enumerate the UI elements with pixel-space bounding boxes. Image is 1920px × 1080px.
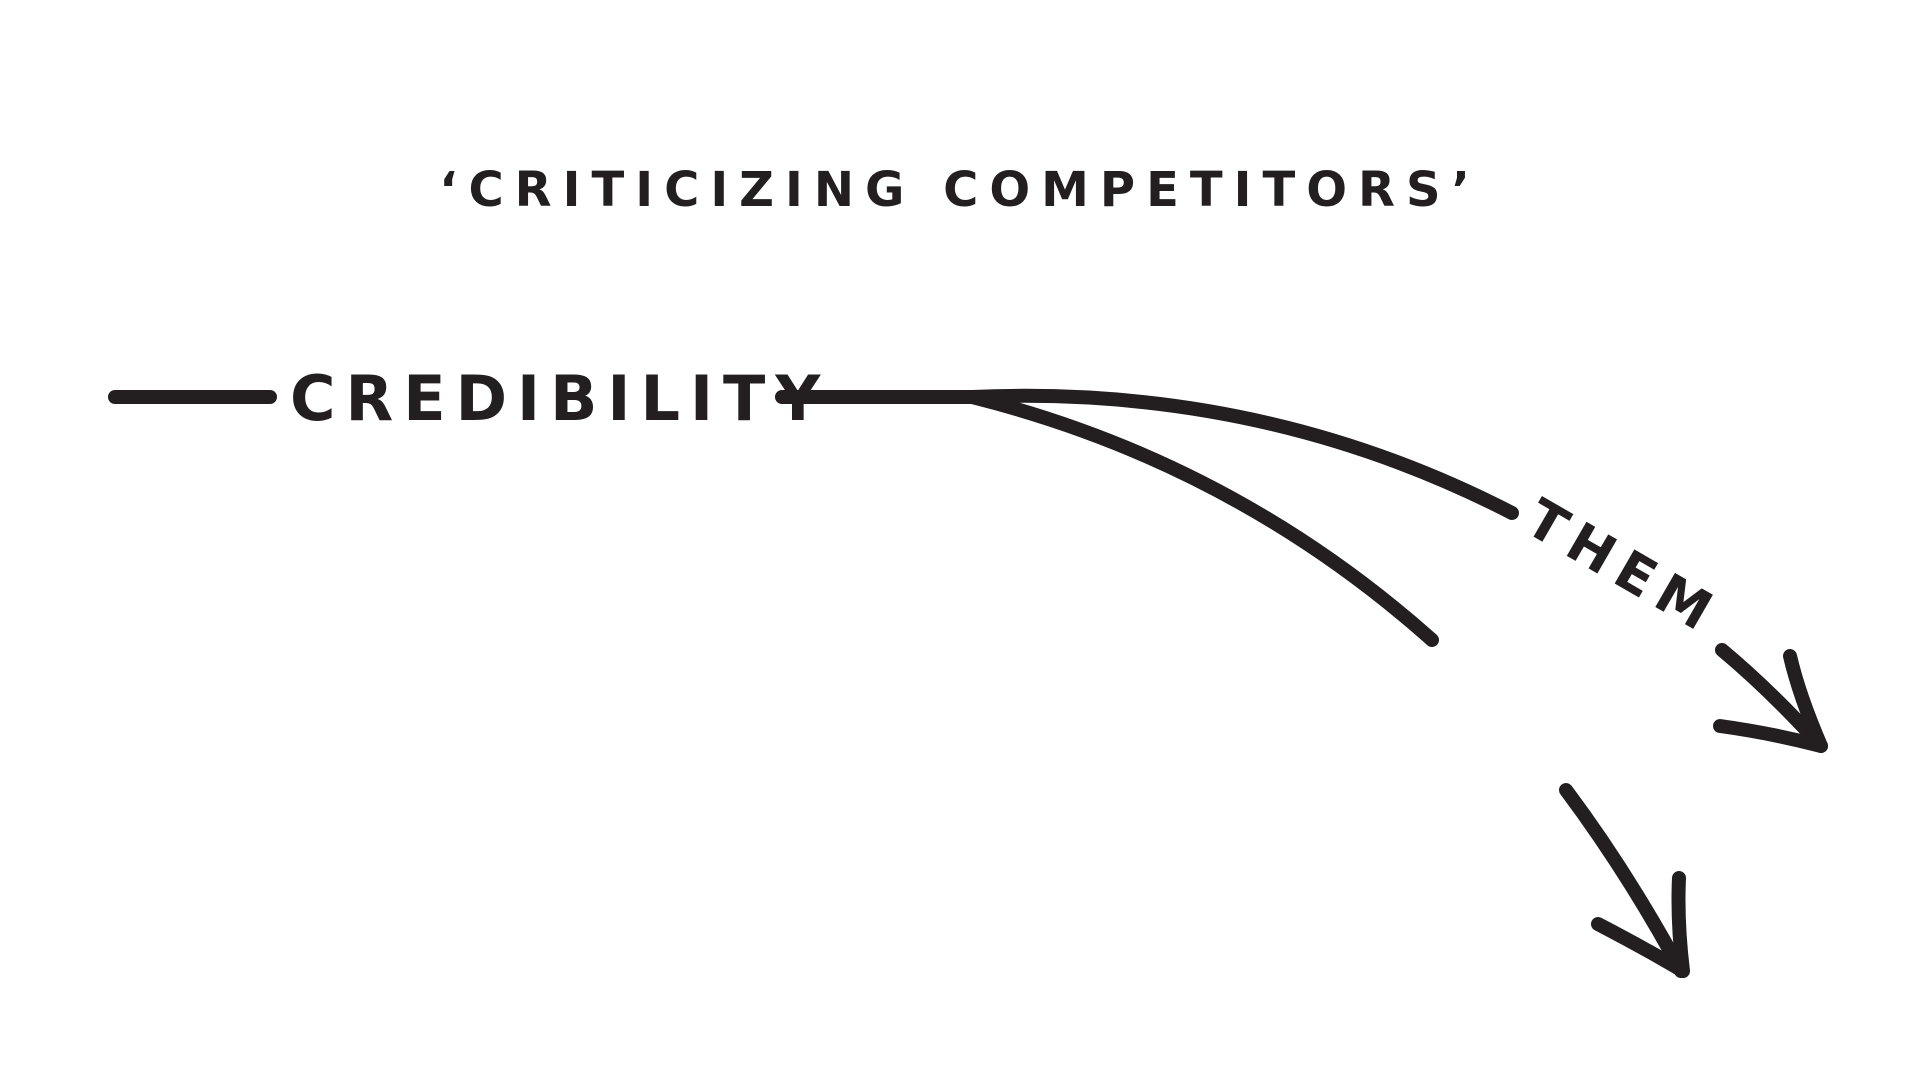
credibility-label: CREDIBILITY [290,362,830,435]
you-arrowhead-icon [1591,871,1690,978]
you-branch-tail [1559,783,1688,978]
you-branch-curve [965,390,1439,647]
diagram-title: ‘CRITICIZING COMPETITORS’ [439,162,1481,218]
them-branch-curve [965,388,1519,520]
them-arrowhead-icon [1713,649,1828,753]
them-branch-label: THEM [1516,487,1732,648]
